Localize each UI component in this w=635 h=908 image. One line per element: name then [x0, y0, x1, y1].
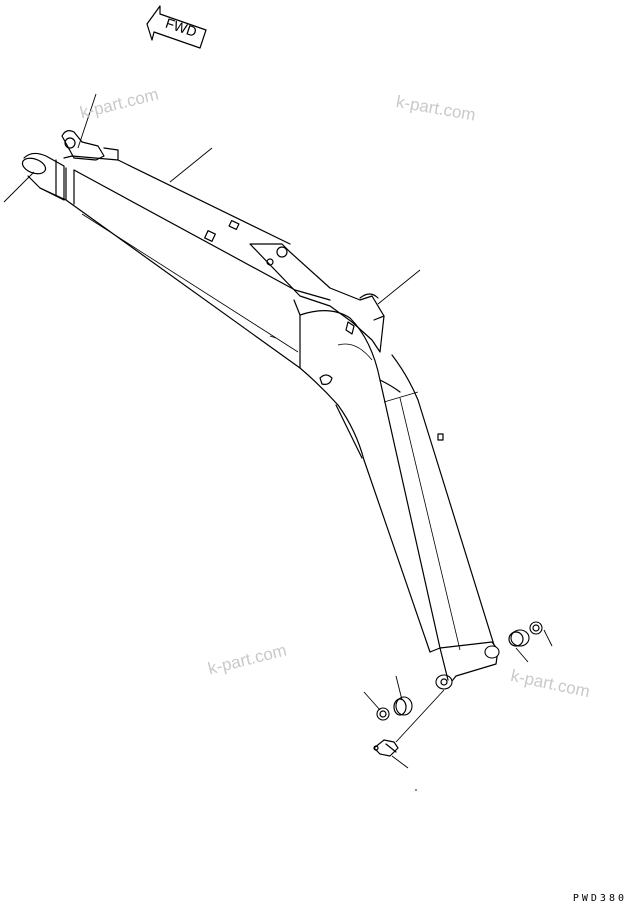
fwd-arrow-label: FWD: [164, 15, 199, 40]
grease-fitting: [373, 739, 399, 757]
front-pin-boss: [21, 152, 65, 201]
o-ring-left: [376, 707, 390, 721]
o-ring-right: [529, 621, 543, 635]
front-top-bracket: [61, 130, 119, 161]
drawing-code: PWD380: [572, 893, 627, 904]
leader-lines: [3, 93, 553, 791]
boom-lugs: [204, 219, 444, 441]
bushing-left: [393, 696, 413, 716]
boom-foot: [429, 641, 500, 690]
bushing-right: [508, 629, 530, 647]
fwd-arrow-icon: FWD: [146, 5, 207, 49]
cylinder-bracket: [249, 243, 385, 353]
boom-body: [39, 155, 495, 653]
